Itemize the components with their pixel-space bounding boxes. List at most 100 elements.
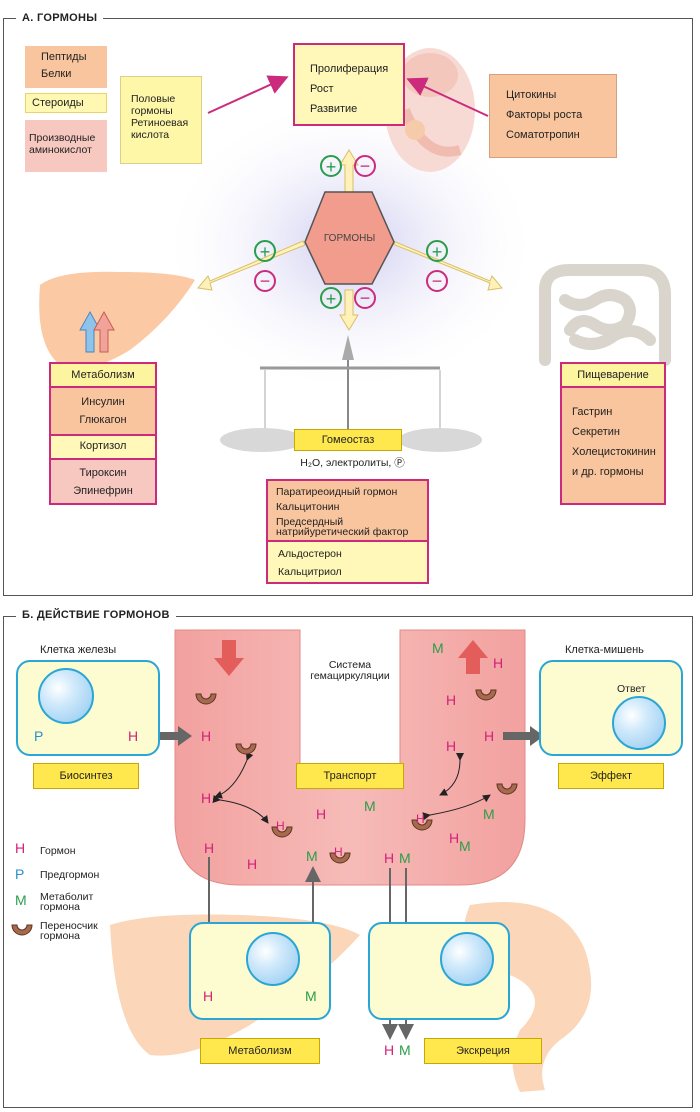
hormone-H-gland: H bbox=[128, 728, 139, 744]
excr-text: Экскреция bbox=[456, 1045, 510, 1057]
legend-steroids-label: Стероиды bbox=[32, 97, 84, 109]
sex-hormones-box: Половые гормоны Ретиноевая кислота bbox=[120, 76, 202, 164]
prolif-l2: Рост bbox=[310, 83, 334, 95]
legend-carrier2: гормона bbox=[40, 930, 80, 942]
up-down-arrows-icon bbox=[79, 310, 115, 353]
legend-peptides: Пептиды Белки bbox=[25, 46, 107, 88]
hormone-H-13: H bbox=[384, 1042, 395, 1058]
homeo-pth: Паратиреоидный гормон bbox=[276, 486, 398, 498]
liver-nucleus bbox=[246, 932, 300, 986]
system-l2: гемациркуляции bbox=[310, 670, 390, 682]
metab-thyroxine-box: Тироксин Эпинефрин bbox=[49, 460, 157, 505]
legend-hormone: Гормон bbox=[40, 845, 76, 857]
legend-P: P bbox=[15, 866, 25, 882]
plus-right-icon: + bbox=[426, 240, 448, 262]
homeo-list2-box: Альдостерон Кальцитриол bbox=[266, 542, 429, 584]
metab-title-box: Метаболизм bbox=[49, 362, 157, 388]
gland-cell-label: Клетка железы bbox=[40, 644, 117, 656]
metab-glucagon: Глюкагон bbox=[79, 414, 127, 426]
metab-M-3: M bbox=[483, 806, 495, 822]
hormone-H-7: H bbox=[493, 655, 504, 671]
panel-action bbox=[3, 616, 693, 1108]
hormones-hexagon bbox=[304, 191, 395, 285]
bound-H-3: H bbox=[416, 812, 425, 826]
metab-M-4: M bbox=[459, 838, 471, 854]
metab-M-6: M bbox=[399, 850, 411, 866]
prolif-l3: Развитие bbox=[310, 103, 358, 115]
prolif-l1: Пролиферация bbox=[310, 63, 389, 75]
metab-insulin: Инсулин bbox=[81, 396, 125, 408]
hormone-H-5: H bbox=[316, 806, 327, 822]
hexagon-arrows bbox=[197, 149, 503, 331]
secretion-arrow bbox=[148, 726, 192, 746]
panel-a-graphics bbox=[39, 48, 671, 452]
digest-others: и др. гормоны bbox=[572, 466, 644, 478]
excretion-label: Экскреция bbox=[424, 1038, 542, 1064]
delivery-arrow bbox=[503, 726, 544, 746]
gland-nucleus bbox=[38, 668, 94, 724]
digest-cck: Холецистокинин bbox=[572, 446, 656, 458]
hormone-H-6: H bbox=[446, 692, 457, 708]
legend-peptides-label: Пептиды bbox=[41, 51, 87, 63]
legend-amino-label: Производные аминокислот bbox=[29, 132, 96, 156]
sex-to-prolif-arrow bbox=[207, 75, 289, 114]
sex-l4: кислота bbox=[131, 129, 170, 141]
hormone-H-8: H bbox=[446, 738, 457, 754]
biosynth-text: Биосинтез bbox=[59, 770, 113, 782]
legend-prehormone: Предгормон bbox=[40, 869, 100, 881]
cyto-l1: Цитокины bbox=[506, 89, 557, 101]
metab-M-1: M bbox=[432, 640, 444, 656]
bound-H-1: H bbox=[276, 819, 285, 833]
metab-thyroxine: Тироксин bbox=[79, 467, 127, 479]
target-cell-label: Клетка-мишень bbox=[565, 644, 644, 656]
homeo-aldosterone: Альдостерон bbox=[278, 548, 342, 560]
effect-text: Эффект bbox=[589, 770, 633, 782]
plus-top-icon: + bbox=[320, 155, 342, 177]
metab-b-text: Метаболизм bbox=[228, 1045, 292, 1057]
system-l1: Система bbox=[328, 659, 372, 671]
metab-epinephrine: Эпинефрин bbox=[73, 485, 133, 497]
hormone-H-4: H bbox=[247, 856, 258, 872]
legend-proteins-label: Белки bbox=[41, 68, 72, 80]
digest-secretin: Секретин bbox=[572, 426, 621, 438]
transport-label: Транспорт bbox=[296, 763, 404, 789]
digest-title-box: Пищеварение bbox=[560, 362, 666, 388]
kidney-nucleus bbox=[440, 932, 494, 986]
legend-carrier1: Переносчик bbox=[40, 920, 98, 932]
legend-steroids: Стероиды bbox=[25, 93, 107, 113]
legend-M: M bbox=[15, 892, 27, 908]
hormone-H-12: H bbox=[203, 988, 214, 1004]
metabolism-label: Метаболизм bbox=[200, 1038, 320, 1064]
sex-l2: гормоны bbox=[131, 105, 173, 117]
hormone-H-10: H bbox=[449, 830, 460, 846]
cyto-l3: Соматотропин bbox=[506, 129, 580, 141]
legend-H: H bbox=[15, 840, 26, 856]
metab-insulin-box: Инсулин Глюкагон bbox=[49, 388, 157, 436]
answer-label: Ответ bbox=[617, 683, 646, 695]
homeo-calcitriol: Кальцитриол bbox=[278, 566, 342, 578]
effect-label: Эффект bbox=[558, 763, 664, 789]
metab-cortisol-box: Кортизол bbox=[49, 436, 157, 460]
sex-l1: Половые bbox=[131, 93, 176, 105]
balance-icon bbox=[220, 335, 482, 452]
digest-title: Пищеварение bbox=[577, 369, 649, 381]
transport-text: Транспорт bbox=[323, 770, 377, 782]
homeo-title: Гомеостаз bbox=[321, 434, 375, 446]
prehormone-P: P bbox=[34, 728, 44, 744]
hormone-H-3: H bbox=[204, 840, 215, 856]
up-flow-arrow bbox=[458, 640, 488, 674]
hormones-label: ГОРМОНЫ bbox=[323, 233, 376, 244]
metab-M-2: M bbox=[364, 798, 376, 814]
panel-a-title: А. ГОРМОНЫ bbox=[16, 12, 104, 24]
minus-bottom-icon: − bbox=[354, 287, 376, 309]
down-flow-arrow bbox=[214, 640, 244, 676]
metab-M-5: M bbox=[306, 848, 318, 864]
metab-M-8: M bbox=[399, 1042, 411, 1058]
homeo-sub: H₂O, электролиты, Ⓟ bbox=[300, 457, 405, 469]
metab-M-7: M bbox=[305, 988, 317, 1004]
digest-gastrin: Гастрин bbox=[572, 406, 613, 418]
sex-l3: Ретиноевая bbox=[131, 117, 189, 129]
panel-b-title: Б. ДЕЙСТВИЕ ГОРМОНОВ bbox=[16, 609, 176, 621]
homeo-list1-box: Паратиреоидный гормон Кальцитонин Предсе… bbox=[266, 479, 429, 542]
